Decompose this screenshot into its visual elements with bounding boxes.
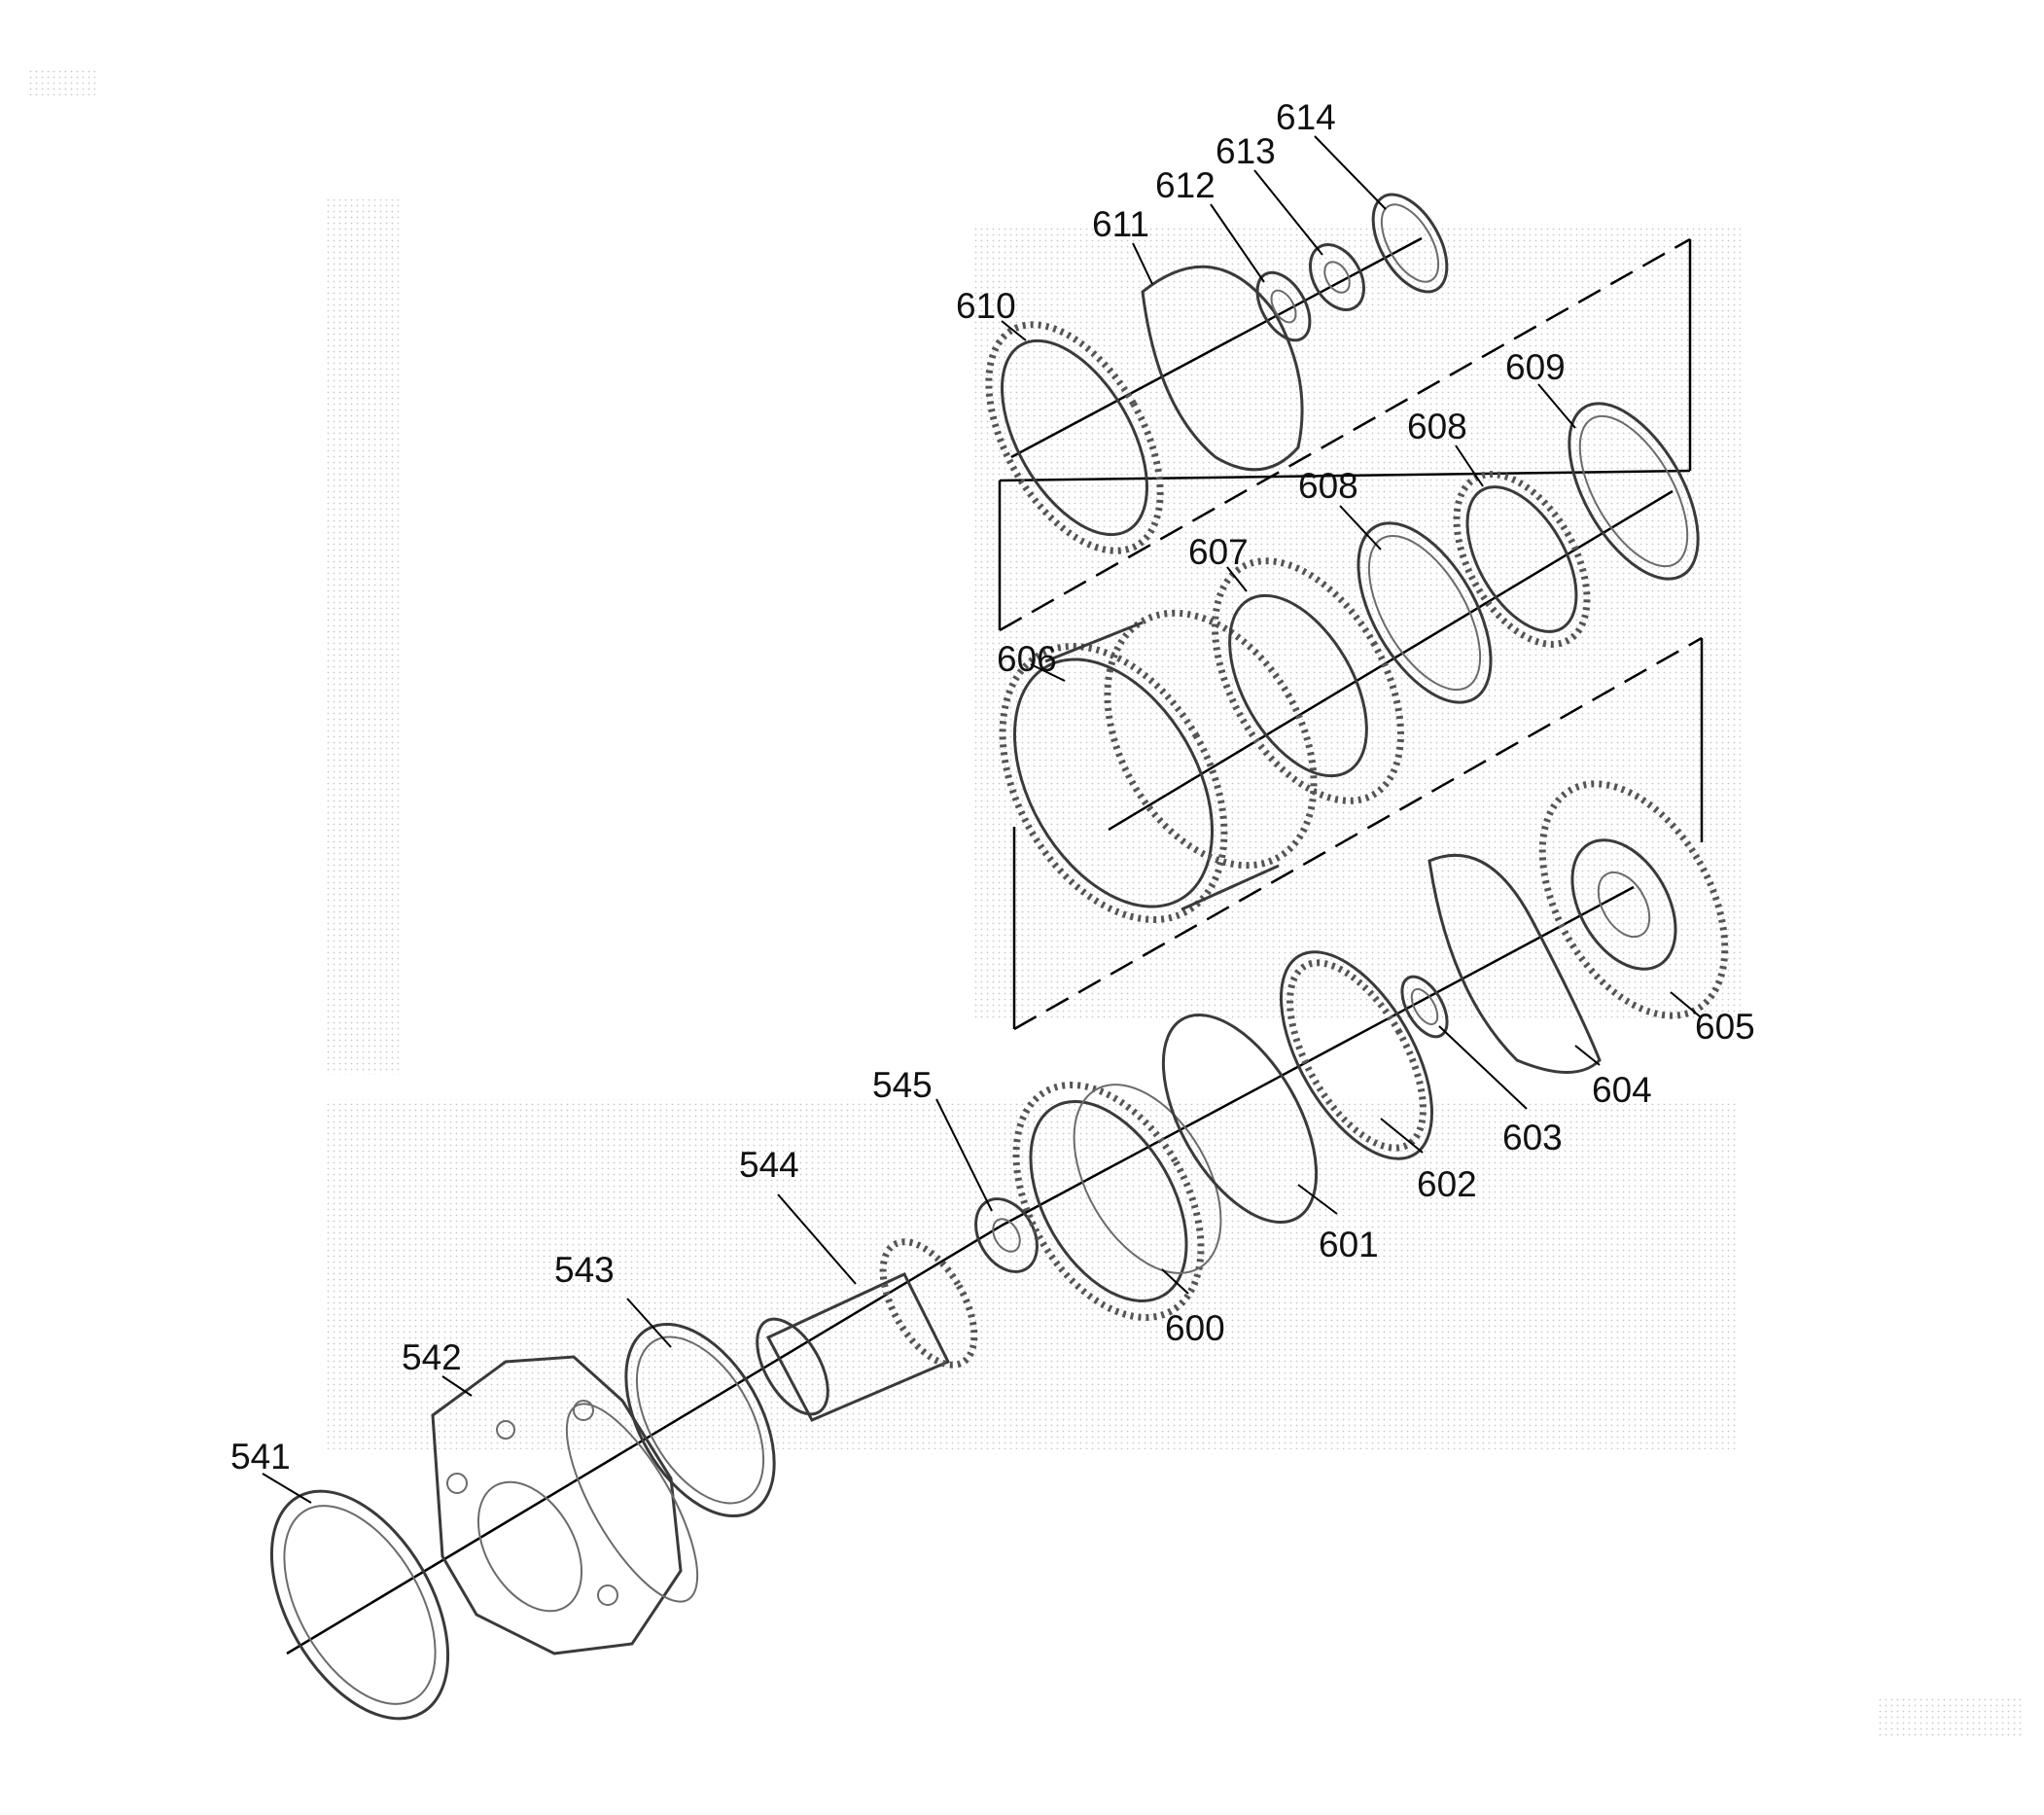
callout-600: 600 [1165, 1308, 1225, 1348]
part-601-ring [1161, 1013, 1319, 1225]
callout-604: 604 [1592, 1070, 1652, 1110]
part-605-gear-carrier [1538, 780, 1729, 1019]
callout-612: 612 [1155, 165, 1216, 205]
assembly-axes [286, 236, 1674, 1655]
part-610-clutch-plate [985, 321, 1164, 554]
part-608-plate-upper [1568, 402, 1700, 581]
part-602-ring [1280, 950, 1433, 1160]
callout-603: 603 [1502, 1118, 1563, 1157]
callout-610: 610 [956, 286, 1016, 326]
background-stipple [29, 70, 2023, 1736]
callout-602: 602 [1417, 1164, 1477, 1204]
leader-lines [262, 135, 1701, 1504]
part-606-drum [999, 609, 1318, 923]
callout-543: 543 [554, 1250, 615, 1290]
callout-545: 545 [872, 1065, 933, 1105]
part-603-washer [1400, 975, 1449, 1039]
part-608-plate-lower [1357, 521, 1493, 704]
part-613-washer [1309, 243, 1365, 311]
part-544-shaft [756, 1238, 978, 1422]
callout-607: 607 [1188, 532, 1249, 572]
part-611-snap-ring [1141, 265, 1304, 472]
callout-608-upper: 609 [1505, 347, 1566, 387]
part-614-seal [1371, 193, 1449, 294]
callout-541: 541 [230, 1437, 291, 1477]
part-612-washer [1255, 270, 1312, 342]
part-600-gear [1012, 1082, 1222, 1321]
callout-606: 606 [997, 639, 1057, 679]
part-609-bearing [1453, 471, 1591, 648]
callout-609: 608 [1407, 407, 1467, 446]
callout-542: 542 [402, 1337, 462, 1377]
part-607-gear [1212, 557, 1404, 804]
assembly-frames [998, 237, 1704, 1031]
part-541-snap-ring [269, 1489, 450, 1721]
part-542-housing [431, 1355, 699, 1655]
callout-labels: 541 542 543 544 545 600 601 602 603 604 … [230, 97, 1755, 1477]
callout-601: 601 [1319, 1225, 1379, 1264]
callout-614: 614 [1276, 97, 1336, 137]
callout-611: 611 [1092, 204, 1149, 244]
callout-605: 605 [1695, 1007, 1755, 1047]
part-543-seal-ring [624, 1322, 776, 1518]
callout-608-lower: 608 [1298, 466, 1358, 506]
part-604-snap-ring [1427, 853, 1602, 1074]
callout-613: 613 [1216, 131, 1276, 171]
callout-544: 544 [739, 1145, 799, 1185]
